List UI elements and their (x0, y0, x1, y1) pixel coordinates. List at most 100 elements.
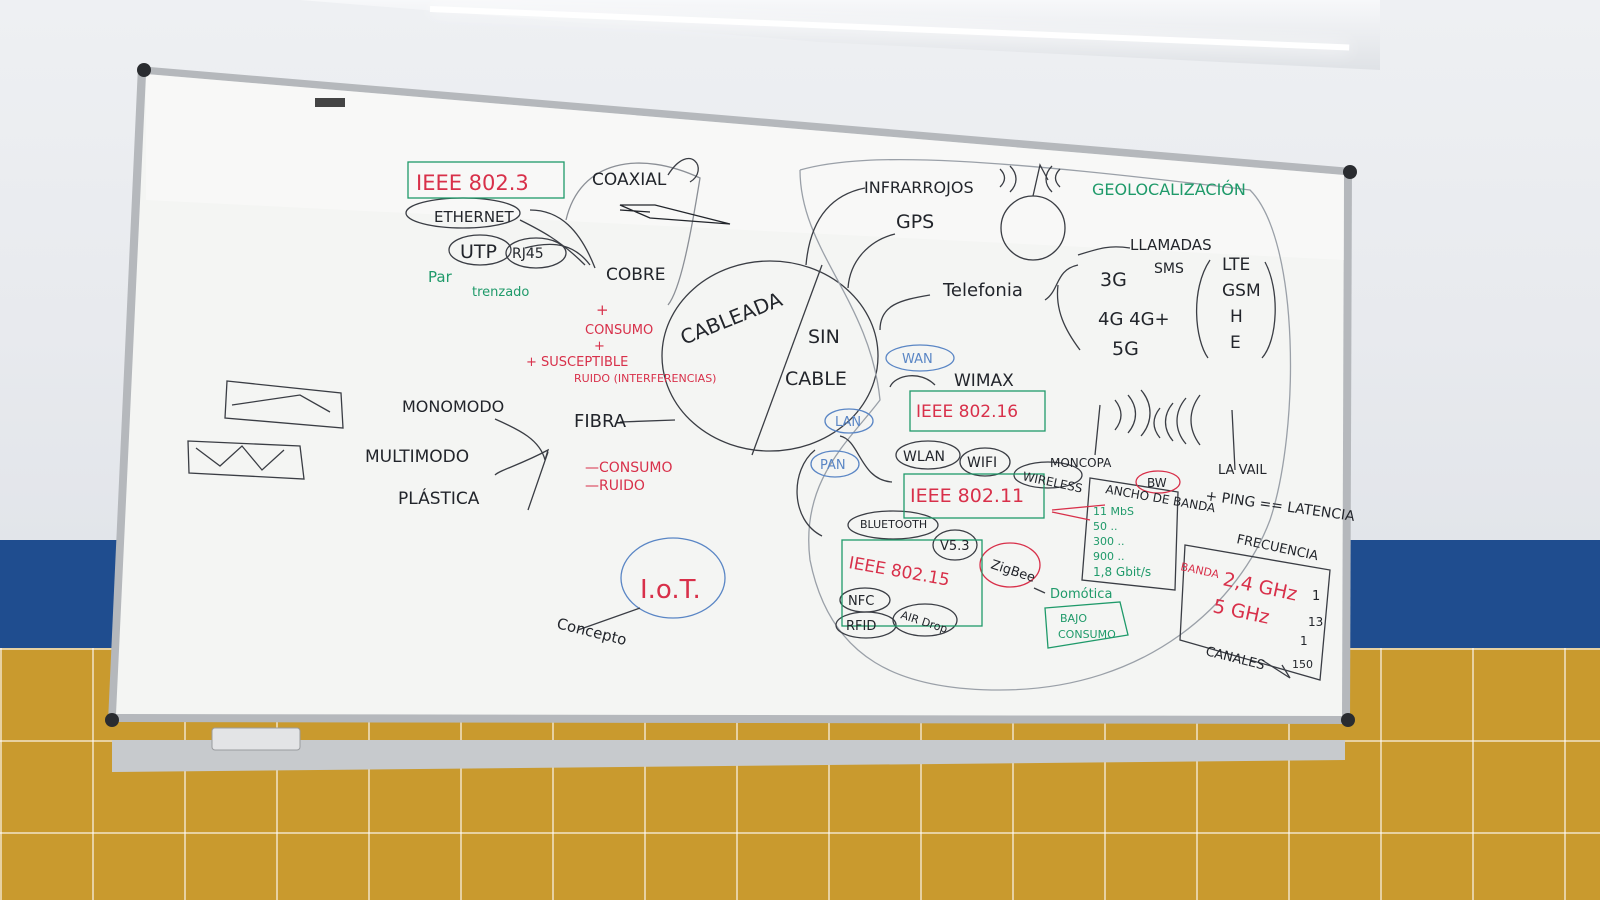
label-plus-1: + (596, 301, 609, 319)
lan-ellipse (824, 408, 874, 434)
label-ieee-80211: IEEE 802.11 (910, 485, 1024, 507)
zigbee-ellipse (979, 542, 1041, 588)
label-sms: SMS (1154, 261, 1184, 277)
label-bw: BW (1147, 476, 1167, 490)
ieee80215-box (841, 539, 983, 627)
central-circle (661, 260, 879, 452)
iot-ellipse (620, 537, 726, 619)
zigbee-link (1033, 587, 1046, 594)
label-bluetooth: BLUETOOTH (860, 518, 927, 531)
label-gps: GPS (896, 211, 934, 233)
frame-corner-bottom-right (1341, 713, 1355, 727)
label-wan: WAN (902, 352, 933, 367)
label-susceptible: + SUSCEPTIBLE (526, 355, 628, 370)
label-rate-11: 11 MbS (1093, 505, 1134, 518)
label-rate-50: 50 .. (1093, 520, 1118, 533)
gps-branch (847, 233, 896, 289)
canales-arrow (1261, 659, 1291, 679)
label-plastica: PLÁSTICA (398, 487, 480, 509)
frequency-box (1179, 544, 1331, 681)
antenna-poles (1094, 404, 1236, 471)
label-channel-150: 150 (1292, 658, 1313, 671)
pan-ellipse (810, 450, 860, 478)
pan-branch (796, 449, 823, 537)
label-ruido-minus: —RUIDO (585, 478, 645, 494)
label-iot: I.o.T. (640, 575, 701, 605)
rfid-ellipse (835, 611, 897, 639)
label-pan: PAN (820, 458, 846, 473)
marker-tray (112, 740, 1345, 772)
wifi-ellipse (959, 447, 1011, 477)
lte-brackets (1195, 259, 1276, 359)
fibra-link (619, 419, 676, 423)
fiber-ray-2 (195, 445, 285, 471)
coaxial-sketch (619, 204, 731, 225)
label-h: H (1230, 307, 1243, 327)
label-ieee-8023: IEEE 802.3 (416, 171, 529, 195)
signal-waves (1114, 389, 1201, 446)
telefonia-children (1044, 264, 1081, 351)
fiber-diagram-1 (224, 380, 344, 429)
rj45-ellipse (505, 237, 567, 269)
label-5g: 5G (1112, 338, 1139, 360)
label-channel-13: 13 (1308, 615, 1323, 629)
label-cobre: COBRE (606, 265, 665, 285)
magnet (315, 98, 345, 107)
label-v53: V5.3 (940, 539, 970, 554)
label-gsm: GSM (1222, 281, 1261, 301)
label-wifi: WIFI (967, 455, 997, 471)
label-utp: UTP (460, 241, 497, 263)
label-bajo: BAJO (1060, 612, 1087, 625)
label-par: Par (428, 268, 453, 286)
label-infrarrojos: INFRARROJOS (864, 178, 974, 197)
frame-corner-top-left (137, 63, 151, 77)
cobre-outline (565, 162, 701, 306)
ieee8023-box (407, 161, 565, 199)
rate-arrows (1051, 504, 1106, 521)
ieee80211-box (903, 473, 1045, 519)
board-glare (146, 74, 1344, 260)
label-ruido-interferencias: RUIDO (INTERFERENCIAS) (574, 372, 716, 385)
wireless-outline (799, 158, 1292, 691)
label-consumo-minus: —CONSUMO (585, 460, 673, 476)
label-consumo-plus: CONSUMO (585, 323, 653, 338)
label-nfc: NFC (848, 594, 874, 609)
label-trenzado: trenzado (472, 285, 529, 300)
label-rfid: RFID (846, 619, 876, 634)
telefonia-branch (879, 294, 931, 331)
fiber-diagram-2 (187, 440, 305, 480)
label-rj45: RJ45 (512, 246, 544, 262)
label-multimodo: MULTIMODO (365, 447, 469, 467)
label-e: E (1230, 333, 1241, 353)
bluetooth-ellipse (847, 510, 939, 540)
rates-box (1081, 477, 1179, 591)
frame-corner-bottom-left (105, 713, 119, 727)
label-rate-900: 900 .. (1093, 550, 1125, 563)
label-plus-2: + (594, 339, 605, 354)
label-cable: CABLE (785, 368, 847, 390)
utp-ellipse (448, 234, 512, 266)
label-lte: LTE (1222, 255, 1250, 275)
label-domotica: Domótica (1050, 587, 1112, 602)
wlan-ellipse (895, 440, 961, 470)
label-llamadas: LLAMADAS (1130, 236, 1212, 254)
fiber-ray-1 (231, 394, 331, 413)
label-3g: 3G (1100, 269, 1127, 291)
label-monomodo: MONOMODO (402, 397, 504, 416)
wireless-ellipse (1013, 461, 1083, 489)
label-4g: 4G 4G+ (1098, 309, 1170, 330)
label-wimax: WIMAX (954, 371, 1014, 391)
lan-branch (839, 435, 893, 483)
label-la-vail: LA VAIL (1218, 463, 1267, 478)
label-wlan: WLAN (903, 449, 945, 465)
label-rate-300: 300 .. (1093, 535, 1125, 548)
llamadas-link (1077, 246, 1131, 256)
v53-ellipse (932, 529, 978, 561)
frame-corner-top-right (1343, 165, 1357, 179)
label-sin: SIN (808, 326, 840, 348)
circle-divider (751, 264, 823, 456)
wimax-branch (889, 375, 936, 388)
label-lan: LAN (835, 415, 861, 430)
label-rate-18g: 1,8 Gbit/s (1093, 565, 1151, 579)
